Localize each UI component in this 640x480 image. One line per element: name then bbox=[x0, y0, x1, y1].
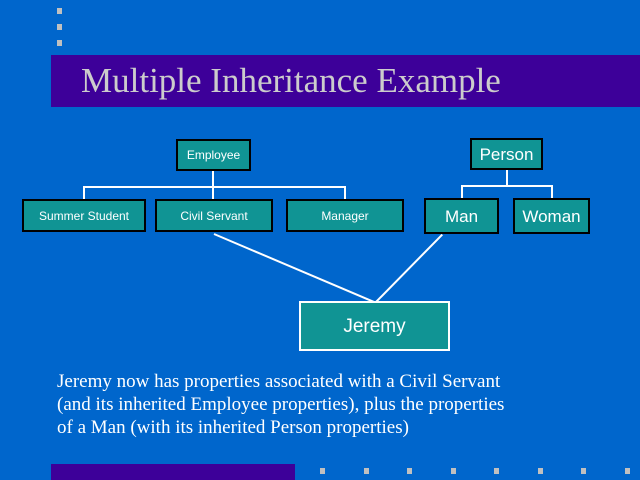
footer-banner bbox=[51, 464, 295, 480]
decorative-dot-icon bbox=[538, 468, 543, 474]
caption-line-2: (and its inherited Employee properties),… bbox=[57, 394, 505, 415]
node-summer-student[interactable]: Summer Student bbox=[22, 199, 146, 232]
decorative-dot-icon bbox=[581, 468, 586, 474]
decorative-dot-icon bbox=[320, 468, 325, 474]
connector-employee-bus bbox=[83, 186, 346, 188]
connector-man-to-jeremy bbox=[374, 233, 444, 304]
connector-person-stem bbox=[506, 169, 508, 186]
decorative-dot-icon bbox=[57, 8, 62, 14]
caption-line-3: of a Man (with its inherited Person prop… bbox=[57, 417, 409, 438]
node-person[interactable]: Person bbox=[470, 138, 543, 170]
node-label: Person bbox=[479, 144, 534, 164]
connector-civil-servant-to-jeremy bbox=[213, 233, 377, 304]
decorative-dot-icon bbox=[407, 468, 412, 474]
decorative-dot-icon bbox=[494, 468, 499, 474]
node-label: Jeremy bbox=[343, 315, 406, 337]
node-label: Civil Servant bbox=[180, 208, 248, 223]
decorative-dot-icon bbox=[364, 468, 369, 474]
caption-text: Jeremy now has properties associated wit… bbox=[57, 370, 602, 439]
connector-employee-stem bbox=[212, 170, 214, 187]
decorative-dot-icon bbox=[451, 468, 456, 474]
title-banner: Multiple Inheritance Example bbox=[51, 55, 640, 107]
node-civil-servant[interactable]: Civil Servant bbox=[155, 199, 273, 232]
connector-man-drop bbox=[461, 185, 463, 198]
connector-summer-student-drop bbox=[83, 186, 85, 199]
node-label: Summer Student bbox=[38, 208, 130, 223]
node-manager[interactable]: Manager bbox=[286, 199, 404, 232]
node-man[interactable]: Man bbox=[424, 198, 499, 234]
node-employee[interactable]: Employee bbox=[176, 139, 251, 171]
node-label: Employee bbox=[186, 148, 241, 162]
node-label: Manager bbox=[321, 208, 369, 223]
page-title: Multiple Inheritance Example bbox=[81, 61, 501, 100]
decorative-dot-icon bbox=[625, 468, 630, 474]
connector-person-bus bbox=[461, 185, 552, 187]
connector-civil-servant-drop bbox=[212, 186, 214, 199]
decorative-dot-icon bbox=[57, 40, 62, 46]
node-jeremy[interactable]: Jeremy bbox=[299, 301, 450, 351]
connector-manager-drop bbox=[344, 186, 346, 199]
node-label: Woman bbox=[522, 206, 581, 226]
node-label: Man bbox=[444, 206, 479, 226]
connector-woman-drop bbox=[551, 185, 553, 198]
node-woman[interactable]: Woman bbox=[513, 198, 590, 234]
decorative-dot-icon bbox=[57, 24, 62, 30]
caption-line-1: Jeremy now has properties associated wit… bbox=[57, 371, 501, 392]
